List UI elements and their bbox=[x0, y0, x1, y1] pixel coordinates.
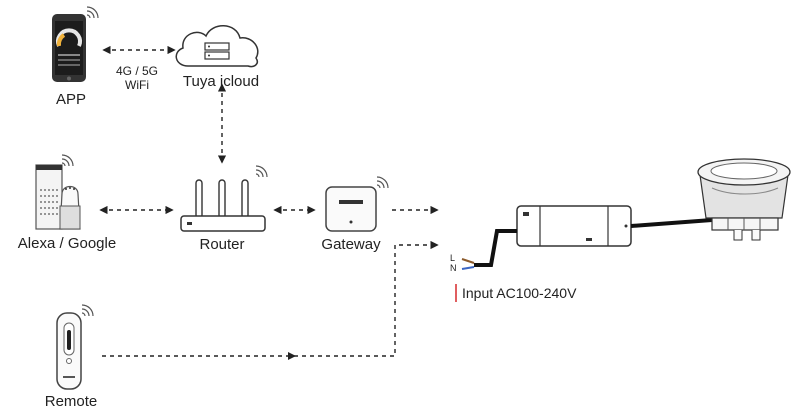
smart-speaker-icon bbox=[35, 164, 81, 230]
input-voltage-label: Input AC100-240V bbox=[462, 285, 577, 301]
input-cable bbox=[474, 229, 517, 267]
wifi-signal-icon bbox=[86, 6, 99, 19]
app-label: APP bbox=[55, 91, 87, 108]
gateway-label: Gateway bbox=[321, 236, 381, 253]
wifi-signal-icon bbox=[81, 304, 94, 317]
connection-type-label: 4G / 5G WiFi bbox=[116, 64, 158, 92]
cloud-label: Tuya icloud bbox=[182, 73, 260, 90]
wire-n bbox=[461, 266, 475, 270]
led-driver bbox=[516, 205, 632, 247]
router-label: Router bbox=[199, 236, 245, 253]
alexa-google-label: Alexa / Google bbox=[17, 235, 117, 252]
wire-l bbox=[461, 258, 475, 264]
wifi-signal-icon bbox=[255, 165, 268, 178]
remote-midpoint-arrow bbox=[288, 352, 296, 360]
remote-driver-connector bbox=[102, 240, 439, 357]
connection-type-line2: WiFi bbox=[125, 78, 149, 92]
remote-icon bbox=[56, 312, 82, 390]
phone-icon bbox=[52, 14, 86, 82]
output-cable bbox=[630, 218, 713, 228]
gateway-icon bbox=[325, 186, 377, 232]
connection-type-line1: 4G / 5G bbox=[115, 64, 159, 78]
cloud-icon bbox=[175, 25, 259, 68]
remote-label: Remote bbox=[44, 393, 98, 410]
downlight-icon bbox=[697, 158, 791, 241]
terminal-n-label: N bbox=[450, 263, 457, 273]
terminal-l-label: L bbox=[450, 253, 456, 263]
wifi-signal-icon bbox=[376, 176, 389, 189]
wifi-signal-icon bbox=[61, 154, 74, 167]
router-icon bbox=[180, 179, 266, 232]
